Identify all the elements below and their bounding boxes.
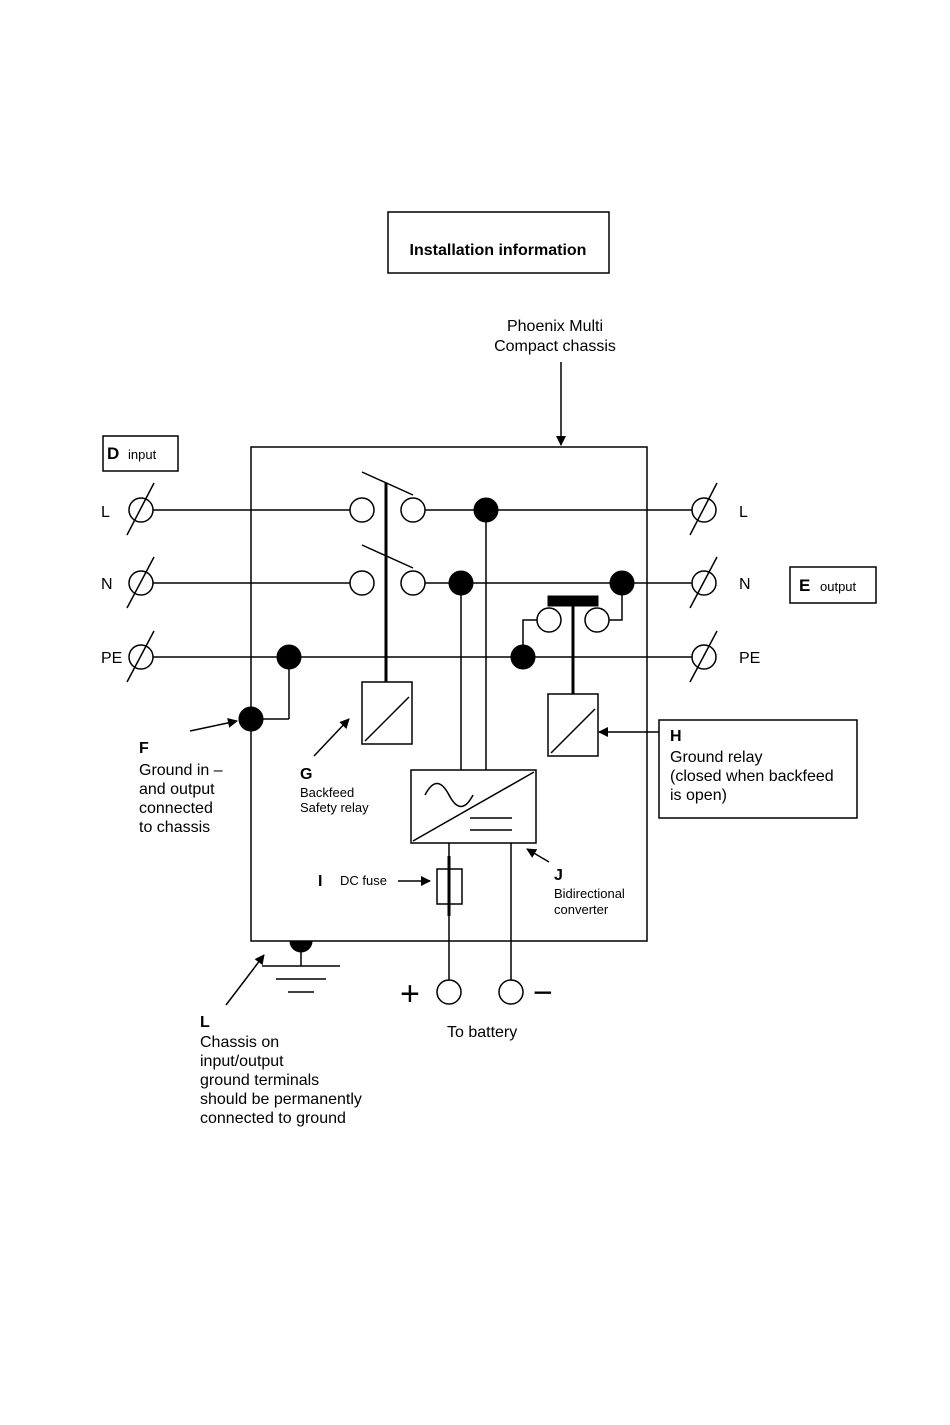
- left-terminal-pe: PE: [101, 650, 122, 667]
- callout-h-line-3: is open): [670, 787, 727, 804]
- battery-plus-sign: +: [400, 975, 420, 1013]
- battery-plus-terminal: [436, 979, 462, 1005]
- converter: [410, 769, 537, 980]
- input-text: input: [128, 447, 157, 462]
- battery-label: To battery: [447, 1024, 517, 1041]
- ground-symbol: [262, 940, 340, 993]
- title-box: [387, 211, 610, 274]
- callout-g-line-2: Safety relay: [300, 800, 369, 815]
- callout-f-line-1: Ground in –: [139, 762, 223, 779]
- output-box: [789, 566, 877, 604]
- callout-l-line-3: ground terminals: [200, 1072, 319, 1089]
- chassis-label-line-1: Phoenix Multi: [507, 318, 603, 335]
- callout-j-line-1: Bidirectional: [554, 886, 625, 901]
- left-terminal-l: L: [101, 504, 110, 521]
- input-letter: D: [107, 444, 119, 463]
- callout-h-letter: H: [670, 728, 682, 745]
- callout-l-letter: L: [200, 1014, 210, 1031]
- callout-g-letter: G: [300, 766, 312, 783]
- ground-relay: [522, 583, 623, 757]
- callout-l-line-2: input/output: [200, 1053, 284, 1070]
- callout-f-arrow: [189, 717, 238, 732]
- backfeed-relay: [361, 483, 413, 745]
- callout-h-box: [658, 719, 858, 819]
- left-terminal-symbols: [126, 482, 155, 683]
- right-terminal-l: L: [739, 504, 748, 521]
- input-box: [102, 435, 179, 472]
- battery-minus-terminal: [498, 979, 524, 1005]
- callout-j-letter: J: [554, 867, 563, 884]
- callout-f-letter: F: [139, 740, 149, 757]
- callout-f-line-3: connected: [139, 800, 213, 817]
- callout-j-line-2: converter: [554, 902, 609, 917]
- battery-minus-sign: −: [533, 974, 553, 1012]
- callout-h-line-2: (closed when backfeed: [670, 768, 834, 785]
- l-line: [153, 471, 692, 770]
- callout-i-text: DC fuse: [340, 873, 387, 888]
- output-text: output: [820, 579, 857, 594]
- dc-fuse: [436, 843, 463, 980]
- callout-g-line-1: Backfeed: [300, 785, 354, 800]
- callout-f-line-2: and output: [139, 781, 215, 798]
- right-terminal-symbols: [689, 482, 718, 683]
- callout-l-arrow: [225, 954, 265, 1006]
- chassis-label-line-2: Compact chassis: [494, 338, 616, 355]
- callout-f-line-4: to chassis: [139, 819, 210, 836]
- callout-h-line-1: Ground relay: [670, 749, 763, 766]
- callout-l-line-1: Chassis on: [200, 1034, 279, 1051]
- pe-line: [153, 644, 692, 732]
- left-terminal-n: N: [101, 576, 113, 593]
- output-letter: E: [799, 576, 810, 595]
- callout-l-line-4: should be permanently: [200, 1091, 362, 1108]
- right-terminal-n: N: [739, 576, 751, 593]
- callout-j-arrow: [526, 848, 550, 863]
- page-title: Installation information: [410, 242, 587, 259]
- callout-i-letter: I: [318, 873, 322, 890]
- callout-l-line-5: connected to ground: [200, 1110, 346, 1127]
- right-terminal-pe: PE: [739, 650, 760, 667]
- callout-g-arrow: [313, 718, 350, 757]
